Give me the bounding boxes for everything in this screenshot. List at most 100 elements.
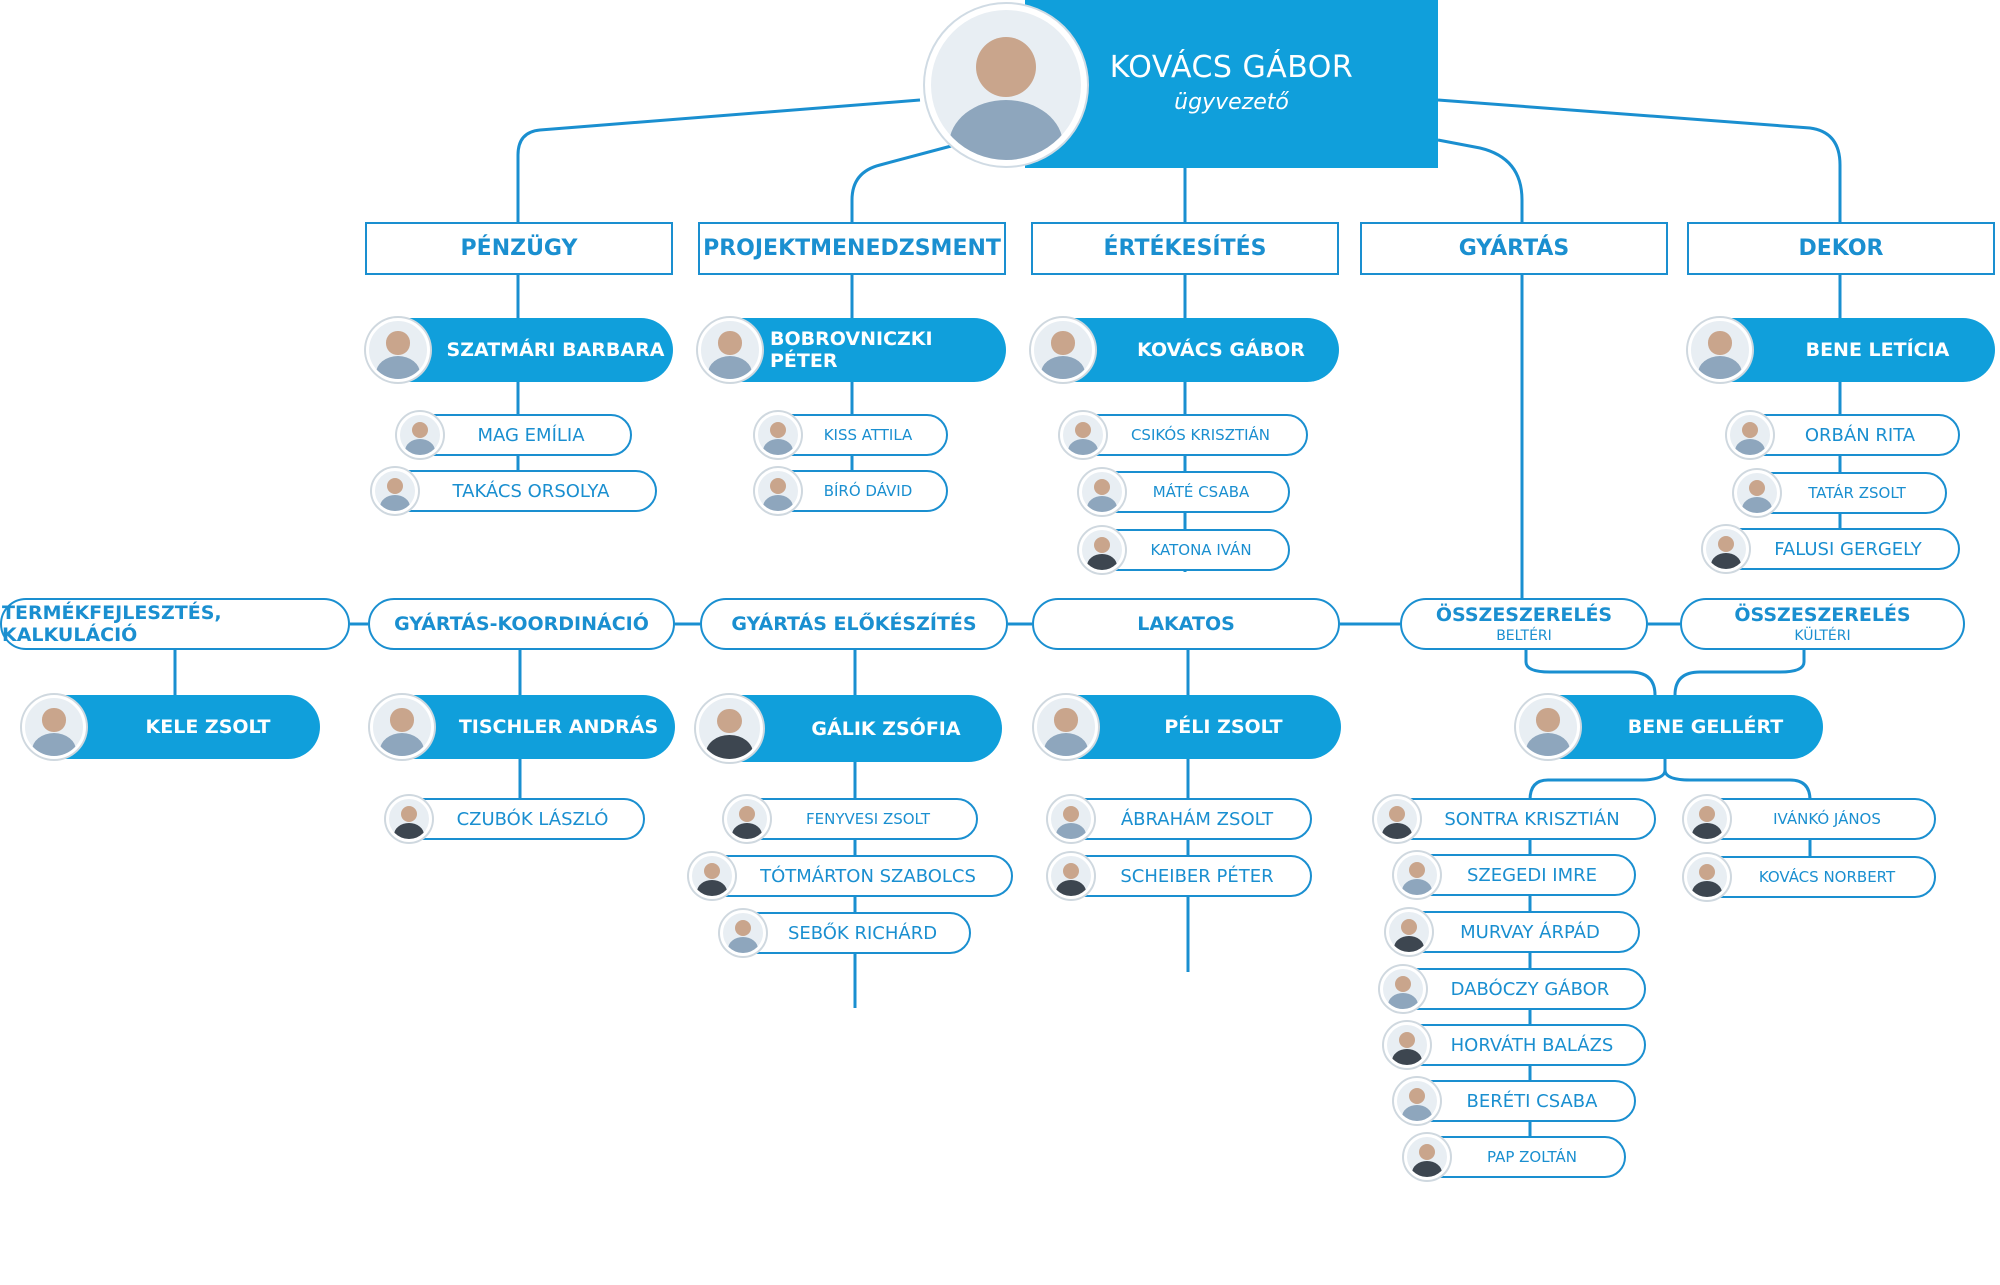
avatar	[1684, 796, 1730, 842]
connector-ceo-gyartas	[1437, 138, 1524, 222]
lane-label: GYÁRTÁS ELŐKÉSZÍTÉS	[731, 613, 977, 635]
member-label: FALUSI GERGELY	[1774, 538, 1922, 560]
avatar	[720, 910, 766, 956]
lane-label: ÖSSZESZERELÉS	[1734, 604, 1911, 626]
ceo-card[interactable]: KOVÁCS GÁBOR ügyvezető	[1025, 0, 1438, 168]
lane-osszeszereles-belteri[interactable]: ÖSSZESZERELÉS BELTÉRI	[1400, 598, 1648, 650]
avatar	[1384, 1022, 1430, 1068]
avatar	[1734, 470, 1780, 516]
member-label: BERÉTI CSABA	[1466, 1090, 1598, 1112]
member-label: IVÁNKÓ JÁNOS	[1773, 810, 1881, 828]
ceo-avatar	[925, 4, 1087, 166]
avatar	[1034, 695, 1098, 759]
avatar	[386, 796, 432, 842]
leader-label: KELE ZSOLT	[145, 716, 271, 738]
avatar	[1688, 318, 1752, 382]
avatar	[397, 412, 443, 458]
lane-label: TERMÉKFEJLESZTÉS, KALKULÁCIÓ	[2, 602, 222, 646]
member-label: PAP ZOLTÁN	[1486, 1148, 1577, 1166]
member-sebok-richard[interactable]: SEBŐK RICHÁRD	[724, 912, 971, 954]
member-label: TÓTMÁRTON SZABOLCS	[760, 865, 976, 887]
dept-projektmenedzsment[interactable]: PROJEKTMENEDZSMENT	[698, 222, 1006, 275]
avatar	[1048, 853, 1094, 899]
avatar	[689, 853, 735, 899]
lane-gyartas-elokeszites[interactable]: GYÁRTÁS ELŐKÉSZÍTÉS	[700, 598, 1008, 650]
leader-label: GÁLIK ZSÓFIA	[811, 717, 961, 740]
member-sontra-krisztian[interactable]: SONTRA KRISZTIÁN	[1378, 798, 1656, 840]
connector-osszeszereles	[1524, 650, 1806, 696]
member-csikos-krisztian[interactable]: CSIKÓS KRISZTIÁN	[1063, 414, 1308, 456]
dept-ertekesites[interactable]: ÉRTÉKESÍTÉS	[1031, 222, 1339, 275]
lane-label: LAKATOS	[1137, 613, 1235, 635]
avatar	[1394, 852, 1440, 898]
member-label: DABÓCZY GÁBOR	[1450, 978, 1610, 1000]
avatar	[22, 695, 86, 759]
leader-label: BENE GELLÉRT	[1627, 716, 1784, 738]
avatar	[696, 695, 763, 762]
avatar	[1516, 695, 1580, 759]
lane-label: GYÁRTÁS-KOORDINÁCIÓ	[394, 613, 649, 635]
leader-label: SZATMÁRI BARBARA	[446, 339, 665, 361]
lane-sublabel: BELTÉRI	[1496, 628, 1552, 644]
member-daboczy-gabor[interactable]: DABÓCZY GÁBOR	[1384, 968, 1646, 1010]
avatar	[755, 412, 801, 458]
member-label: CZUBÓK LÁSZLÓ	[456, 808, 609, 830]
avatar	[1404, 1134, 1450, 1180]
member-bereti-csaba[interactable]: BERÉTI CSABA	[1398, 1080, 1636, 1122]
dept-penzugy[interactable]: PÉNZÜGY	[365, 222, 673, 275]
lane-gyartas-koordinacio[interactable]: GYÁRTÁS-KOORDINÁCIÓ	[368, 598, 675, 650]
member-label: ÁBRAHÁM ZSOLT	[1120, 808, 1274, 830]
member-label: CSIKÓS KRISZTIÁN	[1130, 426, 1271, 444]
member-ivanko-janos[interactable]: IVÁNKÓ JÁNOS	[1688, 798, 1936, 840]
avatar	[1079, 469, 1125, 515]
member-totmarton-szabolcs[interactable]: TÓTMÁRTON SZABOLCS	[693, 855, 1013, 897]
member-label: HORVÁTH BALÁZS	[1450, 1034, 1614, 1056]
member-label: MURVAY ÁRPÁD	[1460, 921, 1600, 943]
avatar	[698, 318, 762, 382]
avatar	[1394, 1078, 1440, 1124]
avatar	[370, 695, 434, 759]
lane-termekfejlesztes[interactable]: TERMÉKFEJLESZTÉS, KALKULÁCIÓ	[0, 598, 350, 650]
avatar	[755, 468, 801, 514]
avatar	[1374, 796, 1420, 842]
member-label: SZEGEDI IMRE	[1466, 864, 1598, 886]
member-label: KOVÁCS NORBERT	[1758, 868, 1896, 886]
member-label: TATÁR ZSOLT	[1808, 484, 1906, 502]
avatar	[1727, 412, 1773, 458]
lane-osszeszereles-kulteri[interactable]: ÖSSZESZERELÉS KÜLTÉRI	[1680, 598, 1965, 650]
member-label: MAG EMÍLIA	[477, 424, 585, 446]
member-label: KATONA IVÁN	[1150, 541, 1252, 559]
member-scheiber-peter[interactable]: SCHEIBER PÉTER	[1052, 855, 1312, 897]
member-label: TAKÁCS ORSOLYA	[452, 480, 610, 502]
member-label: BÍRÓ DÁVID	[823, 482, 913, 500]
dept-dekor[interactable]: DEKOR	[1687, 222, 1995, 275]
avatar	[1703, 526, 1749, 572]
connector-ceo-projekt	[850, 143, 956, 222]
leader-label: BOBROVNICZKI PÉTER	[770, 328, 933, 372]
avatar	[372, 468, 418, 514]
member-takacs-orsolya[interactable]: TAKÁCS ORSOLYA	[375, 470, 657, 512]
dept-gyartas[interactable]: GYÁRTÁS	[1360, 222, 1668, 275]
avatar	[1060, 412, 1106, 458]
avatar	[1386, 909, 1432, 955]
member-label: ORBÁN RITA	[1804, 424, 1916, 446]
leader-label: PÉLI ZSOLT	[1164, 716, 1283, 738]
member-label: SCHEIBER PÉTER	[1120, 865, 1274, 887]
ceo-title: ügyvezető	[1174, 90, 1289, 115]
avatar	[1684, 854, 1730, 900]
ceo-name: KOVÁCS GÁBOR	[1109, 50, 1354, 85]
leader-label: TISCHLER ANDRÁS	[458, 716, 659, 738]
member-szegedi-imre[interactable]: SZEGEDI IMRE	[1398, 854, 1636, 896]
member-falusi-gergely[interactable]: FALUSI GERGELY	[1706, 528, 1960, 570]
lane-sublabel: KÜLTÉRI	[1794, 628, 1851, 644]
leader-label: KOVÁCS GÁBOR	[1137, 339, 1305, 361]
leader-label: BENE LETÍCIA	[1805, 339, 1950, 361]
lane-lakatos[interactable]: LAKATOS	[1032, 598, 1340, 650]
member-label: SONTRA KRISZTIÁN	[1444, 808, 1620, 830]
connector-ceo-dekor	[1437, 98, 1842, 222]
avatar	[1079, 527, 1125, 573]
member-label: FENYVESI ZSOLT	[806, 810, 930, 828]
member-label: KISS ATTILA	[823, 426, 913, 444]
connector-gellert	[1528, 758, 1812, 1160]
avatar	[724, 796, 770, 842]
